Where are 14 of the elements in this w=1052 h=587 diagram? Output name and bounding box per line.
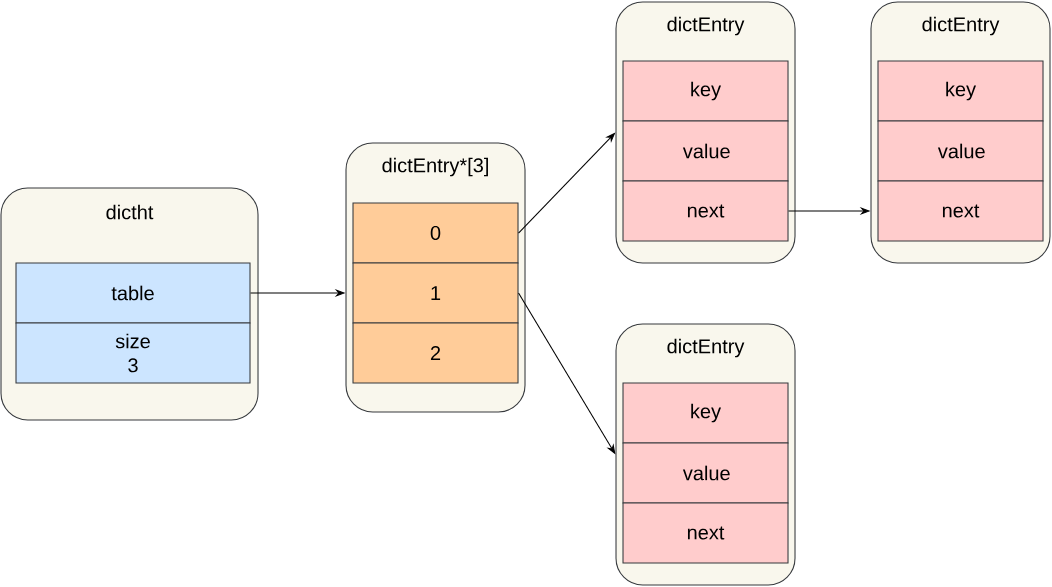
field-box: table: [15, 262, 251, 324]
field-box: value: [622, 442, 789, 504]
field-box: 0: [352, 202, 519, 264]
field-box: size 3: [15, 322, 251, 384]
field-box: value: [622, 120, 789, 182]
field-box: value: [877, 120, 1044, 182]
field-box: key: [622, 60, 789, 122]
field-box: key: [622, 382, 789, 444]
field-box: key: [877, 60, 1044, 122]
field-box: next: [622, 180, 789, 242]
field-box: next: [622, 502, 789, 564]
field-box: 1: [352, 262, 519, 324]
field-box: 2: [352, 322, 519, 384]
field-box: next: [877, 180, 1044, 242]
